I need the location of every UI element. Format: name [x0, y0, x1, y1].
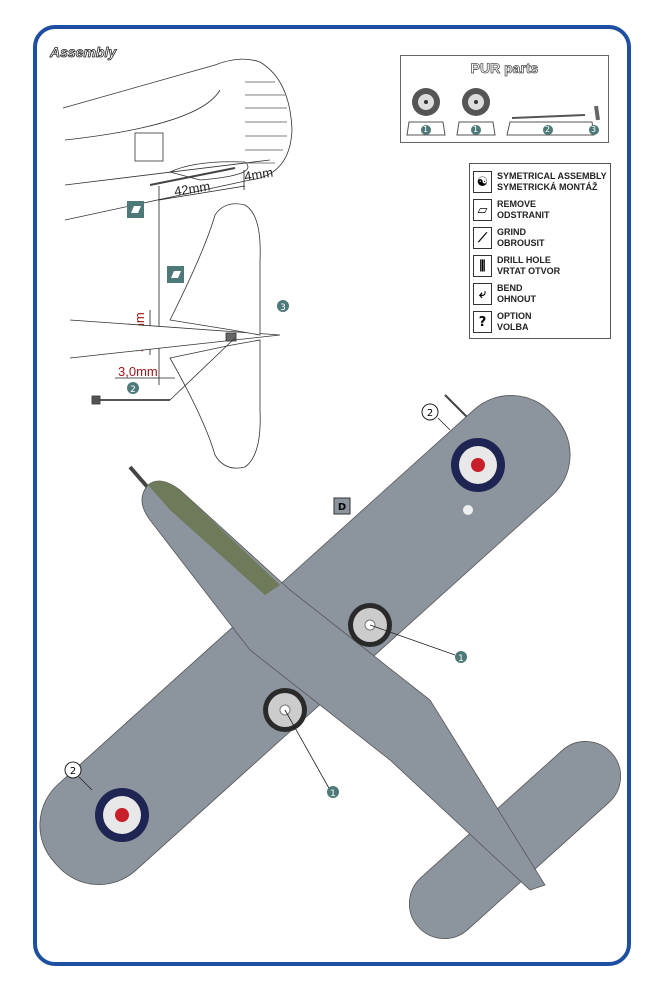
roundel-left: [95, 788, 149, 842]
legend-label-cz: OHNOUT: [497, 294, 536, 304]
roundel-right: [451, 438, 505, 492]
grind-icon: ⟋: [473, 227, 492, 249]
tail-side-view: [62, 58, 293, 221]
legend-label-en: REMOVE: [497, 199, 537, 209]
legend-label-en: SYMETRICAL ASSEMBLY: [497, 171, 607, 181]
pur-parts-title: PUR parts: [470, 60, 539, 77]
callout-2-bottom: 2: [70, 766, 76, 777]
yin-yang-icon: ☯: [473, 171, 492, 193]
callout-circles: 3 2: [127, 300, 289, 395]
section-title: Assembly: [50, 44, 117, 61]
pur-wheels: [406, 88, 600, 136]
pur-label-3: 3: [591, 125, 597, 134]
callout-1-right: 1: [458, 654, 464, 664]
callout-1-left: 1: [330, 789, 336, 799]
callout-2-rod: 2: [130, 385, 136, 395]
legend-label-en: GRIND: [497, 227, 526, 237]
pur-label-2: 2: [545, 125, 551, 134]
legend-label-en: DRILL HOLE: [497, 255, 551, 265]
bend-icon: ⤶: [473, 283, 492, 305]
legend-label-cz: VOLBA: [497, 322, 529, 332]
legend-label-cz: ODSTRANIT: [497, 210, 550, 220]
drill-icon: ⫼: [473, 255, 492, 277]
pur-label-1b: 1: [473, 125, 479, 134]
remove-icon: ▱: [473, 199, 492, 221]
dimension-3-0mm: 3,0mm: [118, 364, 158, 379]
remove-marker: [127, 201, 184, 283]
legend-label-cz: OBROUSIT: [497, 238, 545, 248]
dimension-42mm: 42mm: [173, 178, 211, 198]
callout-2-top: 2: [427, 408, 433, 419]
callout-3: 3: [280, 303, 286, 313]
legend-label-en: OPTION: [497, 311, 532, 321]
legend-label-cz: VRTAT OTVOR: [497, 266, 561, 276]
legend-label-en: BEND: [497, 283, 523, 293]
marking-d-label: D: [338, 502, 346, 513]
aircraft-underside: 1 1 2 2 D: [39, 394, 621, 939]
pur-label-1a: 1: [423, 125, 429, 134]
dimension-4mm: 4mm: [243, 165, 274, 184]
page-frame: [33, 25, 631, 966]
tailplane-top-view: [69, 203, 281, 469]
pur-parts-box: PUR parts: [400, 55, 609, 143]
legend-label-cz: SYMETRICKÁ MONTÁŽ: [497, 182, 598, 192]
question-icon: ?: [473, 311, 492, 333]
